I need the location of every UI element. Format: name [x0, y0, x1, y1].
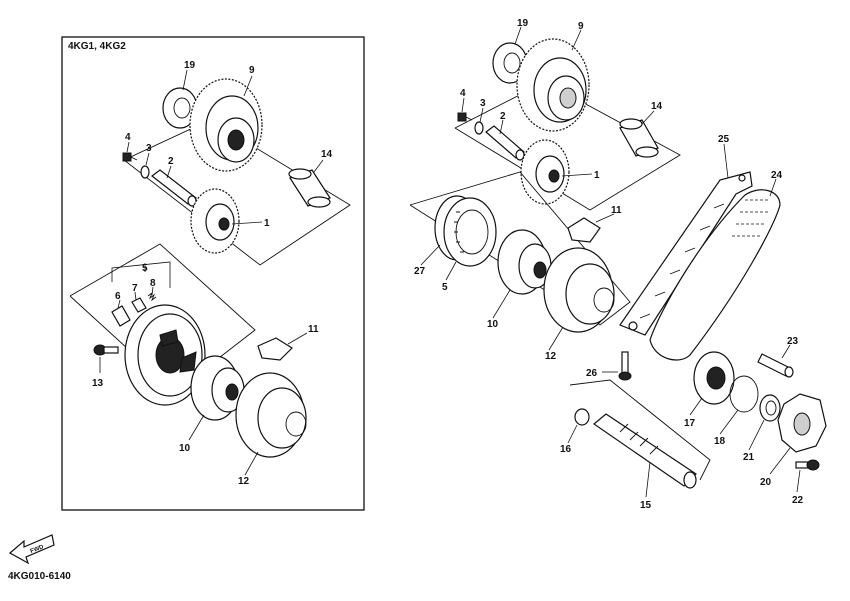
callout-19: 19	[184, 60, 196, 71]
right-shaft-group	[569, 379, 711, 489]
callout-19: 19	[517, 18, 529, 29]
callout-27: 27	[414, 266, 426, 277]
right-seal-21	[759, 394, 781, 422]
left-spring-8	[147, 291, 157, 302]
left-leader-lines	[99, 69, 324, 476]
left-lower-group	[69, 243, 307, 458]
right-leader-lines	[420, 26, 801, 498]
right-chain-24	[649, 189, 781, 361]
callout-1: 1	[264, 218, 270, 229]
callout-12: 12	[238, 476, 250, 487]
callout-24: 24	[771, 170, 783, 181]
right-collar-14	[619, 118, 659, 158]
callout-15: 15	[640, 500, 652, 511]
left-hub-10	[190, 355, 245, 421]
right-middle-group	[409, 171, 631, 333]
callout-8: 8	[150, 278, 156, 289]
drawing-code: 4KG010-6140	[8, 571, 71, 582]
right-shaft-15	[593, 413, 697, 489]
left-gear-9	[189, 78, 263, 172]
callout-3: 3	[480, 98, 486, 109]
left-roller-7	[131, 297, 147, 313]
left-screw-4	[122, 152, 138, 162]
callout-25: 25	[718, 134, 730, 145]
right-gear-1	[520, 139, 570, 205]
callout-1: 1	[594, 170, 600, 181]
left-bolt-13	[93, 344, 119, 356]
left-washer-3	[140, 165, 150, 179]
left-callout-labels: 19 9 4 3 2 14 1 5 7 8 6 11 13 10 12	[92, 60, 333, 487]
callout-14: 14	[651, 101, 663, 112]
left-upper-group	[122, 78, 351, 266]
front-arrow-text: FWD	[30, 544, 46, 555]
callout-20: 20	[760, 477, 772, 488]
callout-22: 22	[792, 495, 804, 506]
callout-9: 9	[578, 21, 584, 32]
callout-4: 4	[460, 88, 466, 99]
right-oneway-clutch	[434, 195, 497, 267]
right-pin-23	[757, 353, 794, 378]
right-bolt-26	[618, 351, 632, 381]
right-upper-group	[454, 38, 681, 211]
callout-2: 2	[168, 156, 174, 167]
right-chain-guide-25	[619, 171, 753, 336]
left-clutch-housing	[124, 304, 206, 406]
variant-inset-frame: 4KG1, 4KG2	[61, 36, 365, 511]
callout-11: 11	[611, 205, 622, 216]
right-shaft-2	[485, 125, 525, 161]
right-hub-10	[497, 229, 552, 295]
variant-label: 4KG1, 4KG2	[68, 41, 126, 52]
right-cover-20	[777, 393, 827, 453]
callout-10: 10	[179, 443, 191, 454]
left-shaft-2	[151, 169, 197, 207]
callout-14: 14	[321, 149, 333, 160]
callout-10: 10	[487, 319, 499, 330]
front-arrow-icon: FWD	[8, 534, 55, 565]
right-bearing-17	[693, 351, 735, 405]
callout-16: 16	[560, 444, 572, 455]
right-screw-4	[457, 112, 473, 122]
left-collar-14	[288, 168, 331, 208]
callout-11: 11	[308, 324, 319, 335]
right-gear-9	[516, 38, 590, 132]
callout-2: 2	[500, 111, 506, 122]
right-cam-11	[567, 217, 601, 243]
callout-4: 4	[125, 132, 131, 143]
left-cam-11	[257, 337, 293, 361]
right-bolt-22	[795, 459, 820, 471]
right-oring-18	[729, 375, 759, 413]
callout-21: 21	[743, 452, 755, 463]
left-gear-12	[235, 372, 307, 458]
callout-12: 12	[545, 351, 557, 362]
right-collar-16	[574, 408, 590, 426]
right-callout-labels: 19 9 4 3 2 14 1 11 25 24 27 5 10 12 23 2…	[414, 18, 804, 511]
callout-26: 26	[586, 368, 598, 379]
callout-18: 18	[714, 436, 726, 447]
callout-7: 7	[132, 283, 138, 294]
callout-13: 13	[92, 378, 104, 389]
left-gear-1	[190, 188, 240, 254]
callout-5: 5	[442, 282, 448, 293]
callout-9: 9	[249, 65, 255, 76]
right-washer-3	[474, 121, 484, 135]
callout-5: 5	[142, 263, 148, 274]
callout-3: 3	[146, 143, 152, 154]
callout-6: 6	[115, 291, 121, 302]
left-bearing-19	[162, 87, 198, 129]
callout-23: 23	[787, 336, 799, 347]
left-pin-6	[111, 305, 131, 327]
right-gear-12	[543, 247, 615, 333]
callout-17: 17	[684, 418, 696, 429]
